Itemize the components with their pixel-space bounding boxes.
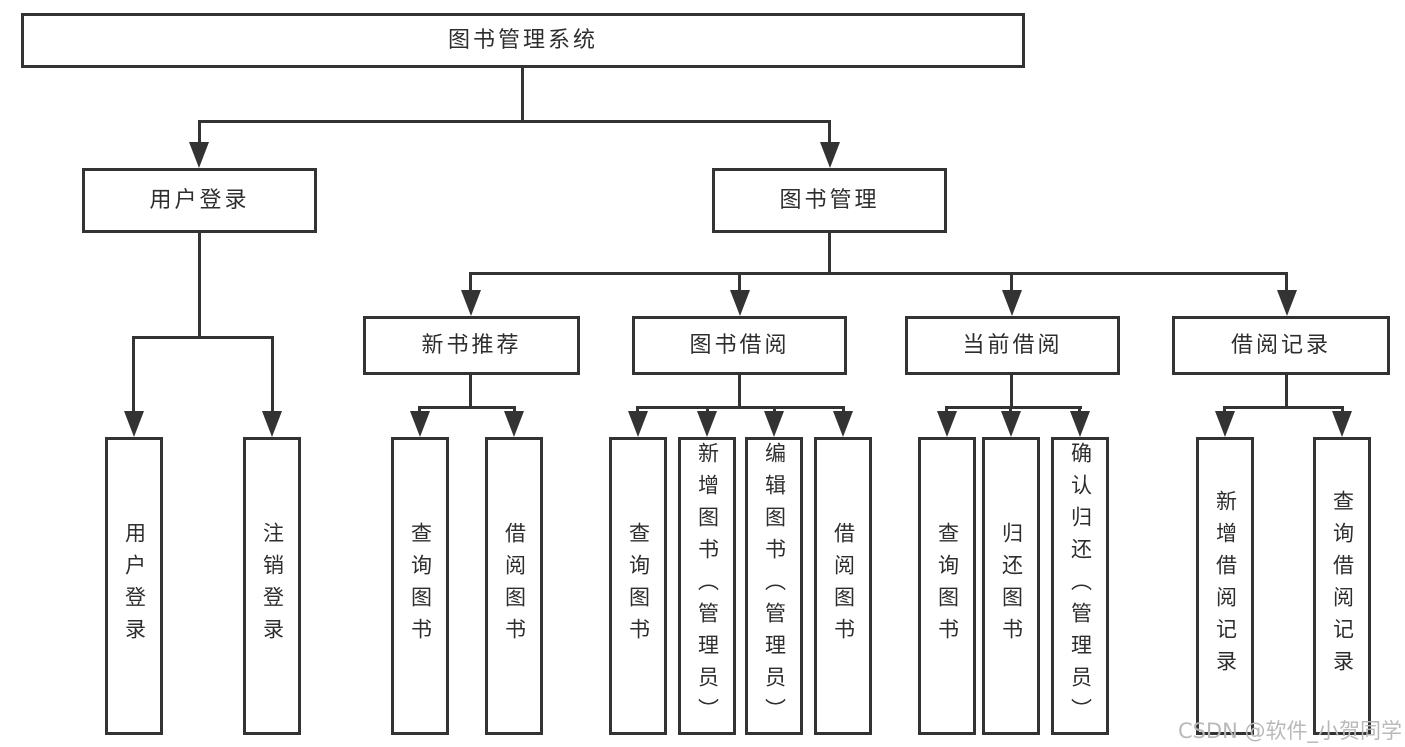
leaf-label: 借阅图书 <box>831 522 856 650</box>
connector-user-login-bar <box>132 336 274 339</box>
connector-drop <box>945 406 948 414</box>
leaf-borrow-books-borrowing: 借阅图书 <box>814 437 872 735</box>
connector-drop-borrowing-records <box>1285 272 1288 292</box>
arrowhead-down <box>1277 290 1297 316</box>
connector-drop-current-borrowing <box>1010 272 1013 292</box>
arrowhead-down <box>189 142 209 168</box>
node-root-label: 图书管理系统 <box>447 27 598 53</box>
arrowhead-down <box>833 411 853 437</box>
arrowhead-down <box>764 411 784 437</box>
node-root: 图书管理系统 <box>21 13 1025 68</box>
arrowhead-down <box>1001 411 1021 437</box>
arrowhead-down <box>124 411 144 437</box>
leaf-confirm-return-admin: 确认归还（管理员） <box>1051 437 1109 735</box>
leaf-label: 用户登录 <box>122 522 147 650</box>
arrowhead-down <box>1002 290 1022 316</box>
connector-drop-new-book <box>469 272 472 292</box>
arrowhead-down <box>937 411 957 437</box>
connector-drop-leaf-user-login <box>132 336 135 413</box>
leaf-add-book-admin: 新增图书（管理员） <box>678 437 736 735</box>
leaf-query-books-borrowing: 查询图书 <box>609 437 667 735</box>
leaf-label: 编辑图书（管理员） <box>762 442 787 730</box>
arrowhead-down <box>262 411 282 437</box>
node-book-borrowing-label: 图书借阅 <box>689 332 790 358</box>
leaf-label: 新增借阅记录 <box>1213 490 1238 682</box>
connector-drop <box>842 406 845 414</box>
csdn-watermark: CSDN @软件_小贺同学 <box>1178 719 1403 743</box>
connector-new-book-stem <box>469 375 472 409</box>
connector-drop <box>1341 406 1344 414</box>
connector-current-borrowing-bar <box>945 406 1082 409</box>
node-user-login-label: 用户登录 <box>149 187 250 213</box>
connector-drop <box>513 406 516 414</box>
leaf-add-borrow-record: 新增借阅记录 <box>1196 437 1254 735</box>
leaf-label: 新增图书（管理员） <box>695 442 720 730</box>
arrowhead-down <box>461 290 481 316</box>
leaf-label: 查询图书 <box>626 522 651 650</box>
connector-drop <box>418 406 421 414</box>
node-book-management-label: 图书管理 <box>779 187 880 213</box>
connector-drop-user-login <box>198 120 201 144</box>
node-book-management: 图书管理 <box>712 168 947 233</box>
leaf-label: 确认归还（管理员） <box>1068 442 1093 730</box>
node-current-borrowing-label: 当前借阅 <box>962 332 1063 358</box>
leaf-label: 查询借阅记录 <box>1330 490 1355 682</box>
arrowhead-down <box>820 142 840 168</box>
connector-drop-book-management <box>828 120 831 144</box>
connector-drop <box>773 406 776 414</box>
arrowhead-down <box>504 411 524 437</box>
node-new-book-recommendation-label: 新书推荐 <box>421 332 522 358</box>
node-user-login: 用户登录 <box>82 168 317 233</box>
connector-drop-book-borrowing <box>738 272 741 292</box>
leaf-query-borrow-record: 查询借阅记录 <box>1313 437 1371 735</box>
arrowhead-down <box>1215 411 1235 437</box>
leaf-query-books-current: 查询图书 <box>918 437 976 735</box>
arrowhead-down <box>1332 411 1352 437</box>
connector-drop <box>1009 406 1012 414</box>
node-book-borrowing: 图书借阅 <box>632 316 847 375</box>
connector-drop <box>1078 406 1081 414</box>
arrowhead-down <box>730 290 750 316</box>
leaf-label: 借阅图书 <box>502 522 527 650</box>
connector-drop <box>1223 406 1226 414</box>
connector-borrowing-records-bar <box>1223 406 1344 409</box>
leaf-return-books: 归还图书 <box>982 437 1040 735</box>
connector-book-management-bar <box>469 272 1288 275</box>
arrowhead-down <box>697 411 717 437</box>
arrowhead-down <box>1070 411 1090 437</box>
leaf-user-login: 用户登录 <box>105 437 163 735</box>
connector-root-bar <box>198 120 831 123</box>
leaf-label: 查询图书 <box>935 522 960 650</box>
leaf-logout: 注销登录 <box>243 437 301 735</box>
leaf-borrow-books-recommend: 借阅图书 <box>485 437 543 735</box>
connector-user-login-stem <box>198 233 201 339</box>
connector-new-book-bar <box>418 406 516 409</box>
node-current-borrowing: 当前借阅 <box>905 316 1120 375</box>
connector-drop <box>706 406 709 414</box>
connector-book-borrowing-stem <box>738 375 741 409</box>
leaf-edit-book-admin: 编辑图书（管理员） <box>745 437 803 735</box>
node-borrowing-records: 借阅记录 <box>1172 316 1390 375</box>
node-borrowing-records-label: 借阅记录 <box>1230 332 1331 358</box>
connector-borrowing-records-stem <box>1285 375 1288 409</box>
leaf-label: 查询图书 <box>408 522 433 650</box>
connector-book-management-stem <box>828 233 831 274</box>
leaf-label: 注销登录 <box>260 522 285 650</box>
leaf-query-books-recommend: 查询图书 <box>391 437 449 735</box>
connector-drop <box>636 406 639 414</box>
connector-book-borrowing-bar <box>636 406 845 409</box>
leaf-label: 归还图书 <box>999 522 1024 650</box>
connector-current-borrowing-stem <box>1010 375 1013 409</box>
connector-drop-leaf-logout <box>271 336 274 413</box>
arrowhead-down <box>628 411 648 437</box>
node-new-book-recommendation: 新书推荐 <box>363 316 580 375</box>
connector-root-stem <box>521 68 524 121</box>
arrowhead-down <box>410 411 430 437</box>
